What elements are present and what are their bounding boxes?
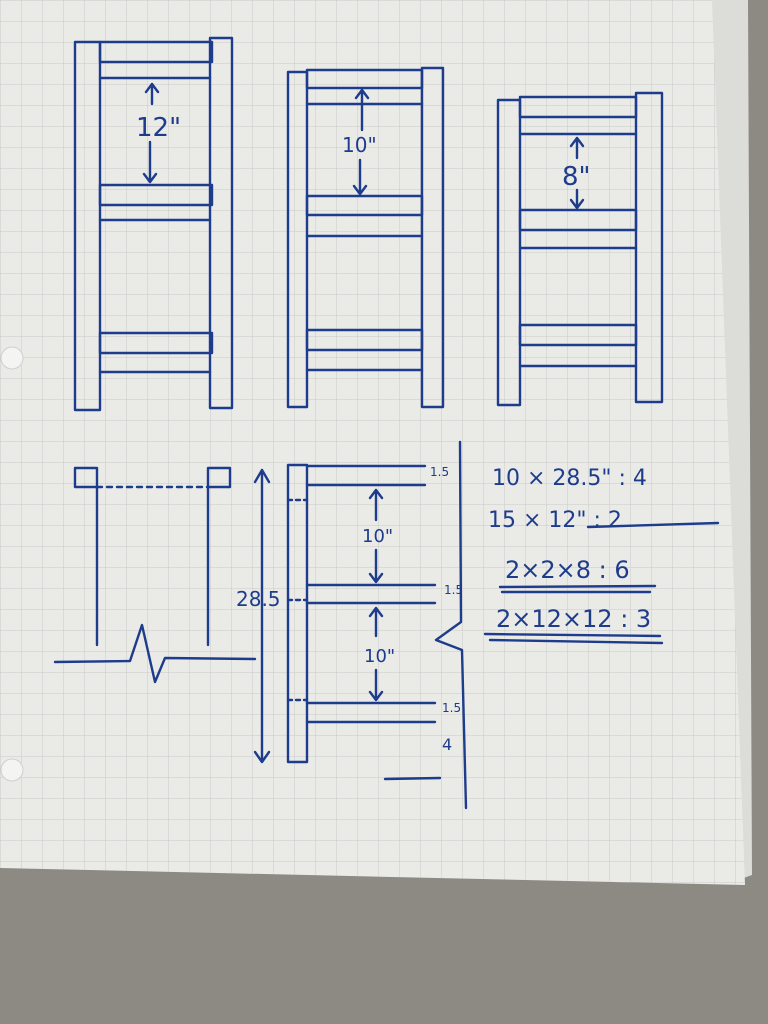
thickness-label: 1.5 [442, 701, 461, 715]
cut-list-item: 10 × 28.5" : 4 [492, 466, 647, 491]
front-view-12in: 12" [73, 36, 234, 412]
spacing-label: 12" [136, 113, 181, 143]
gap-label: 10" [364, 646, 395, 667]
cut-list-item: 15 × 12" : 2 [488, 508, 622, 533]
height-label: 28.5 [236, 587, 281, 611]
front-view-8in: 8" [496, 91, 664, 407]
gap-label: 10" [362, 526, 393, 547]
thickness-label: 1.5 [444, 583, 463, 597]
thickness-label: 1.5 [430, 465, 449, 479]
cut-list-item: 2×12×12 : 3 [496, 605, 651, 633]
side-view: 28.5 1.5 1.5 1.5 10" 10" 4 [236, 440, 468, 810]
bottom-label: 4 [442, 735, 452, 754]
punch-hole [0, 758, 24, 782]
front-view-10in: 10" [286, 66, 445, 409]
paper-grid [0, 0, 745, 885]
section-view [53, 466, 257, 684]
cut-list-item: 2×2×8 : 6 [505, 556, 630, 584]
spacing-label: 8" [562, 162, 591, 192]
punch-hole [0, 346, 24, 370]
cut-list: 10 × 28.5" : 4 15 × 12" : 2 2×2×8 : 6 2×… [483, 466, 720, 645]
spacing-label: 10" [342, 133, 377, 157]
